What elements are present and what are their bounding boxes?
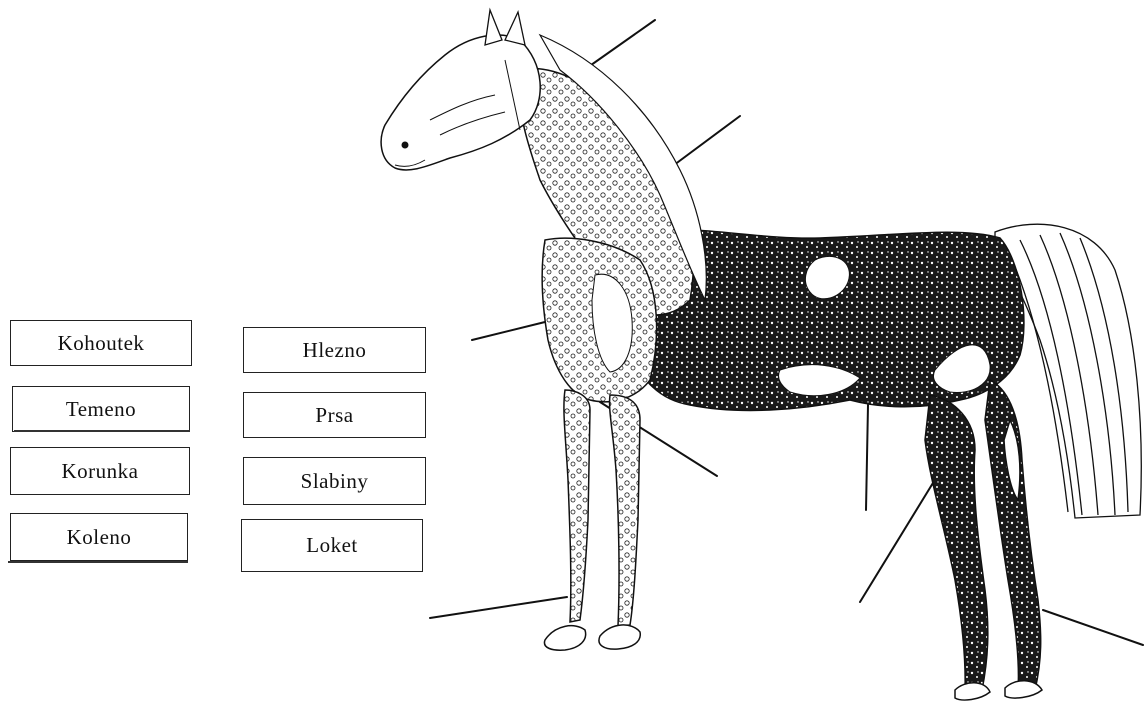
pointer-line-flank xyxy=(866,405,868,510)
front-legs xyxy=(544,390,640,650)
horse-head xyxy=(381,35,540,170)
pointer-line-withers xyxy=(670,116,740,168)
pointer-line-poll xyxy=(584,20,655,70)
horse-ear xyxy=(485,10,525,45)
pointer-line-hock xyxy=(860,478,936,602)
pointer-line-chest xyxy=(472,322,545,340)
pointer-line-hind-pastern xyxy=(1043,610,1143,645)
pointer-line-fetlock xyxy=(430,597,567,618)
hind-legs xyxy=(925,380,1042,700)
